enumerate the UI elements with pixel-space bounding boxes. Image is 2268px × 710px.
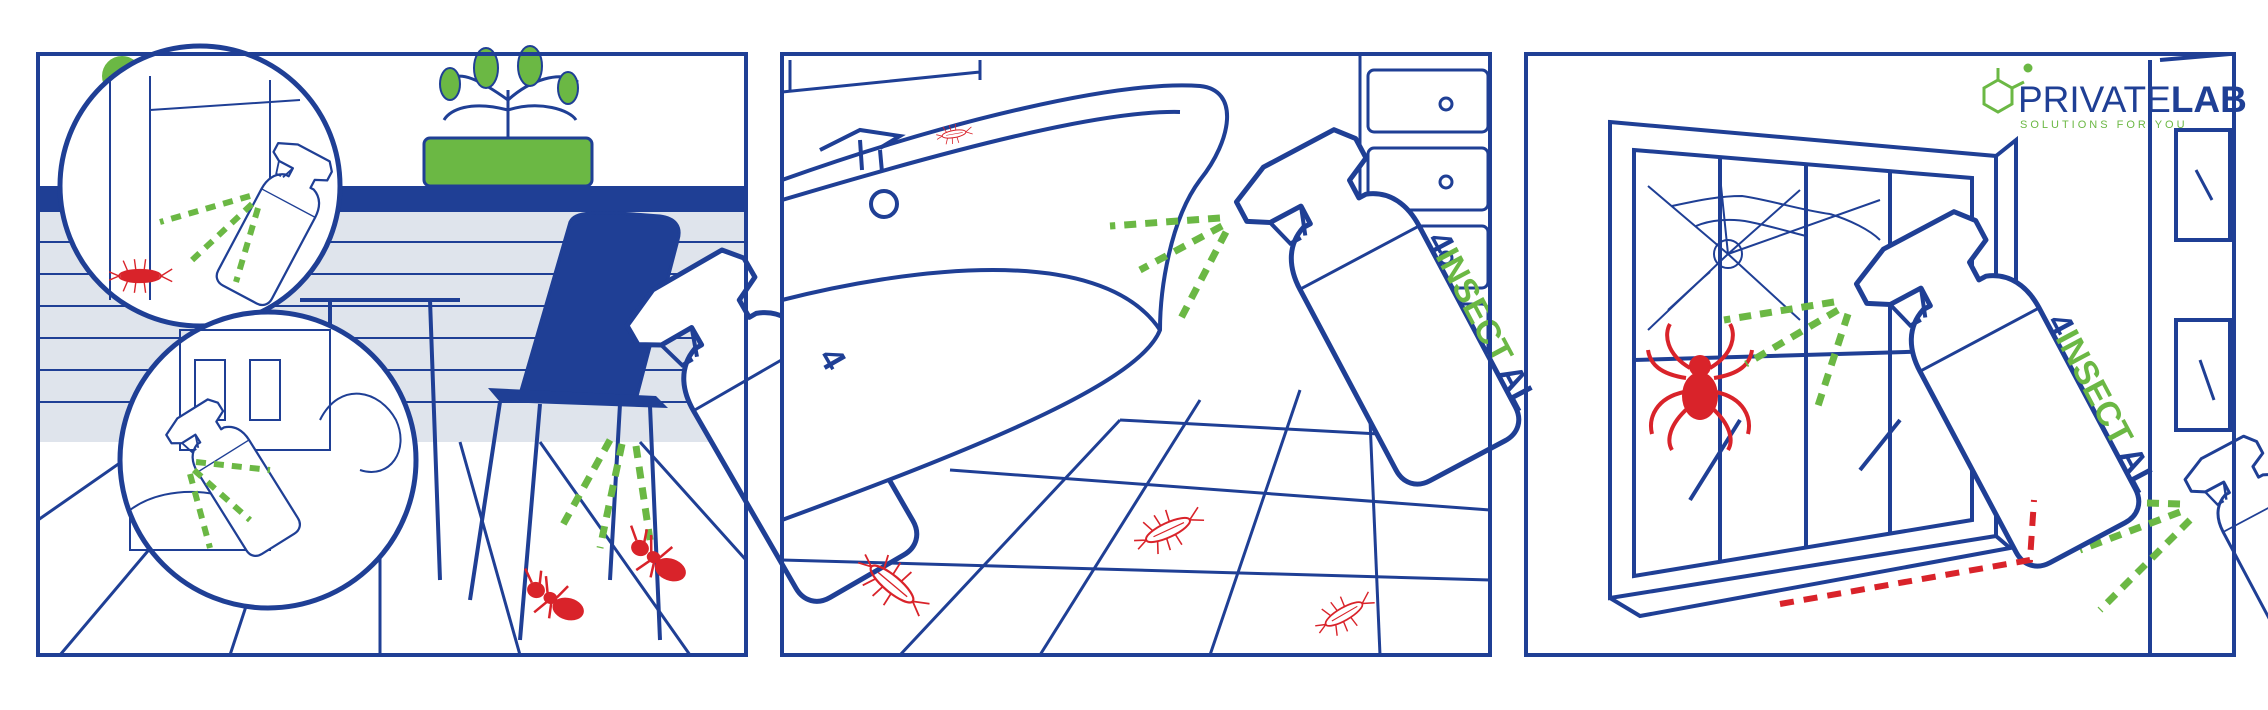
spider-icon xyxy=(1646,322,1754,452)
wall-frames xyxy=(2148,52,2232,655)
panel-window: 4INSECTAL PRIVATELAB SOLUTIONS FOR YOU xyxy=(1524,52,2268,660)
spray-bottle-icon xyxy=(2178,426,2268,660)
panel-patio-frame xyxy=(36,52,748,657)
spray-bottle-icon: 4INSECTAL xyxy=(1848,183,2165,581)
chair xyxy=(468,211,681,641)
treatment-line xyxy=(1779,499,2037,607)
spray-mist xyxy=(1109,214,1230,322)
plant-icon xyxy=(422,45,594,188)
panel-window-frame xyxy=(1524,52,2236,657)
brand-tagline: SOLUTIONS FOR YOU xyxy=(2020,119,2188,131)
magnifier-top xyxy=(57,43,343,329)
panel-patio xyxy=(36,43,925,657)
magnifier-bottom xyxy=(117,309,419,611)
bathtub xyxy=(780,83,1229,523)
spray-mist xyxy=(556,438,654,549)
spray-bottle-icon: 4INSECTAL xyxy=(1228,101,1545,499)
brand-logo: PRIVATELAB SOLUTIONS FOR YOU xyxy=(1982,63,2247,131)
ant-icon xyxy=(513,522,697,628)
brand-name-primary: PRIVATE xyxy=(2018,79,2171,120)
panel-bathroom-frame xyxy=(780,52,1492,657)
molecule-logo-icon xyxy=(1982,63,2033,114)
svg-text:PRIVATELAB: PRIVATELAB xyxy=(2018,79,2247,120)
spider-web-icon xyxy=(1647,175,1881,331)
panel-bathroom: 4INSECTAL xyxy=(780,52,1545,657)
